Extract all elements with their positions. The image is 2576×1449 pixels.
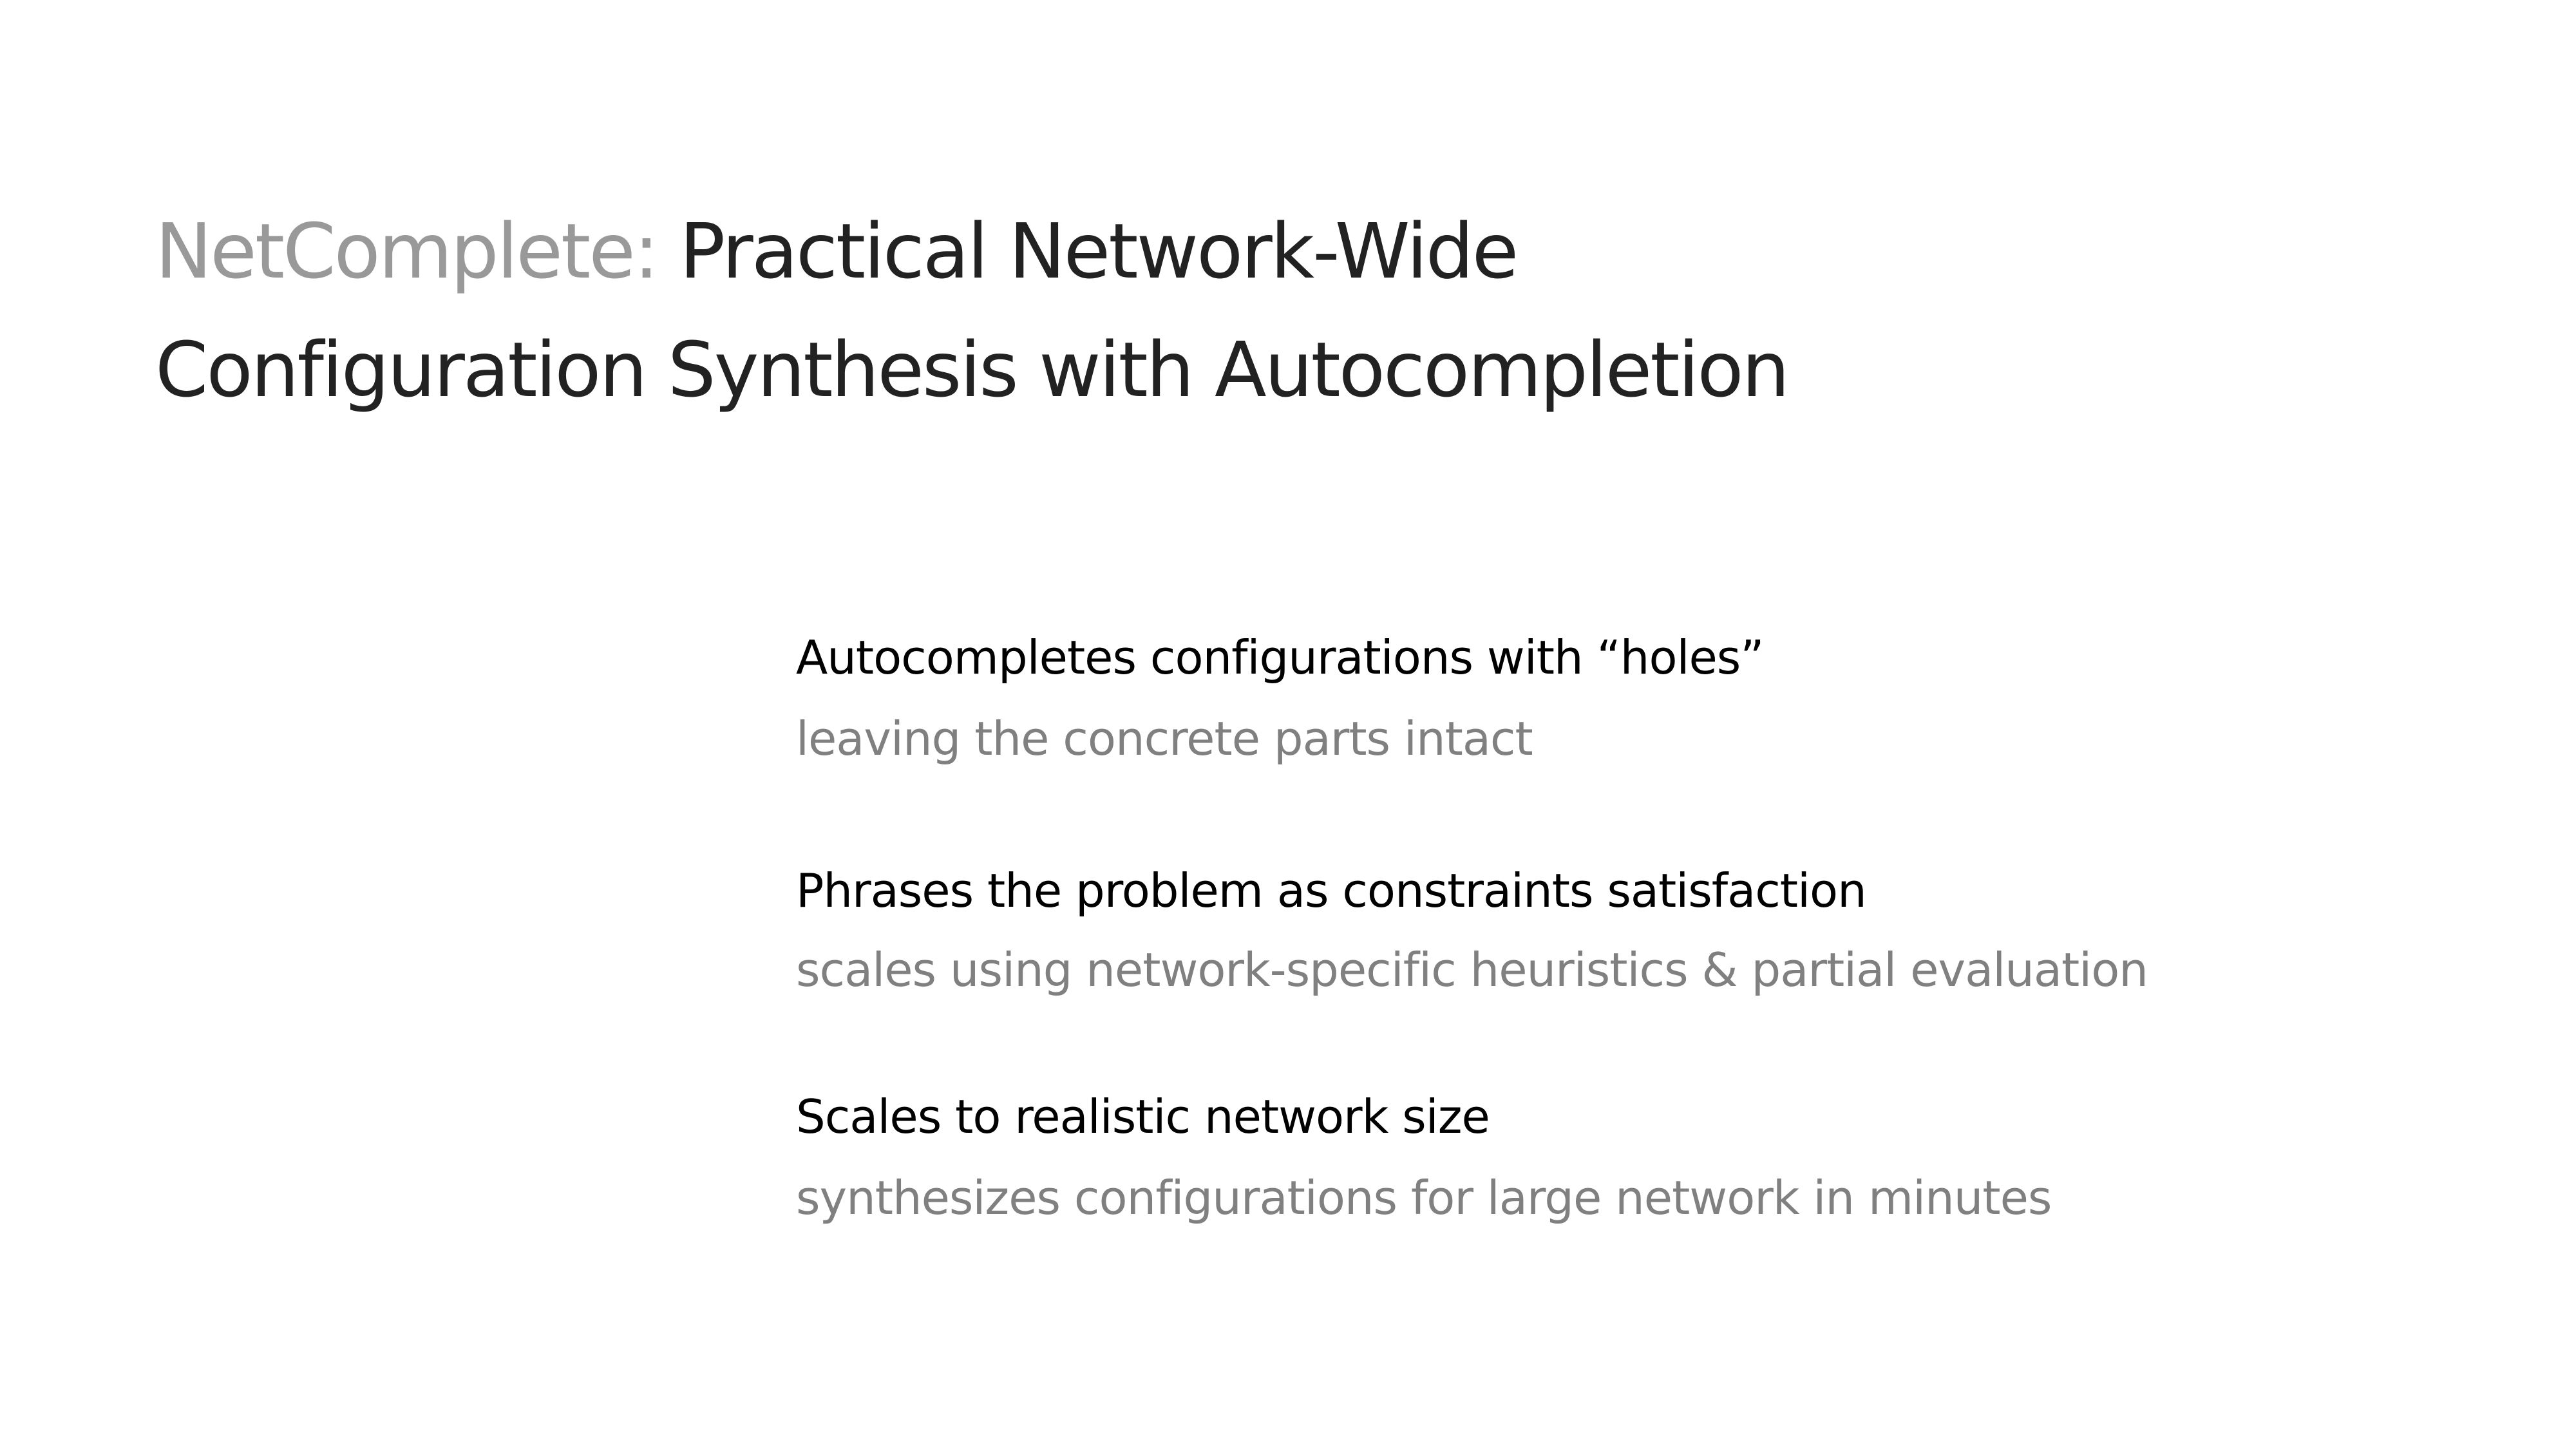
title-prefix: NetComplete: [155,207,659,296]
point-2-heading: Phrases the problem as constraints satis… [796,864,1867,918]
point-1-heading: Autocompletes configurations with “holes… [796,630,1765,685]
point-3-detail: synthesizes configurations for large net… [796,1171,2052,1225]
title-line-1: Practical Network-Wide [679,207,1519,296]
slide-title-line-1: NetComplete: Practical Network-Wide [155,207,1519,296]
point-1-detail: leaving the concrete parts intact [796,712,1533,766]
slide-title-line-2: Configuration Synthesis with Autocomplet… [155,325,1790,414]
point-2-detail: scales using network-specific heuristics… [796,943,2148,997]
point-3-heading: Scales to realistic network size [796,1090,1490,1144]
